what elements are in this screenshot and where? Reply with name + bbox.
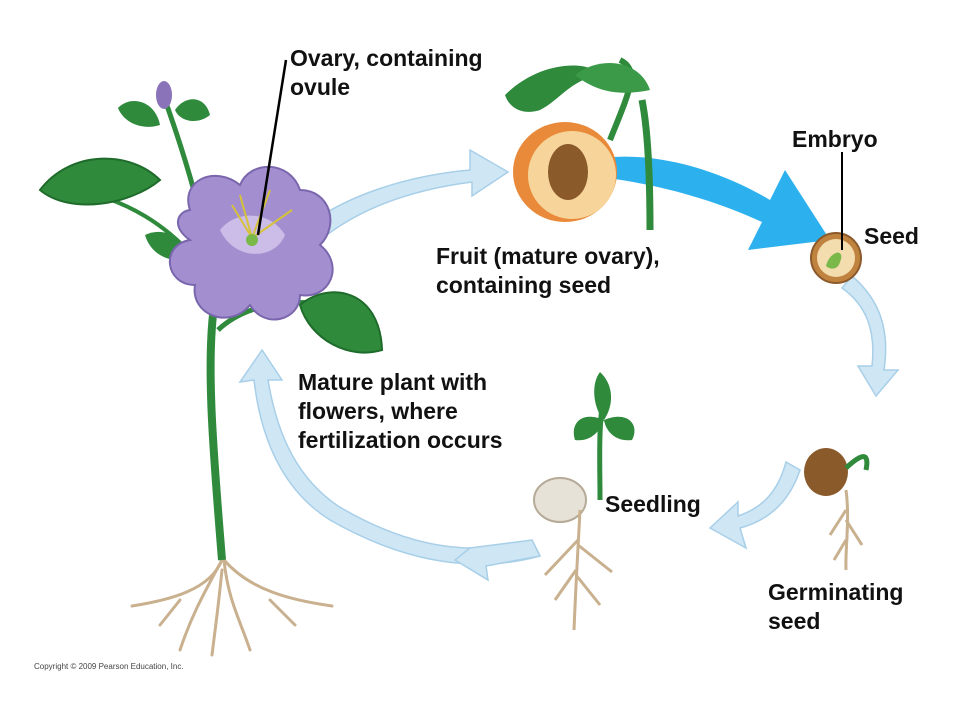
plant-roots bbox=[130, 558, 334, 657]
seed-illustration bbox=[810, 152, 862, 284]
flower bbox=[168, 165, 334, 321]
cycle-arrow-seed-to-germinating bbox=[840, 274, 900, 398]
seedling-cotyledon bbox=[533, 477, 587, 523]
label-germinating-line1: Germinating bbox=[768, 579, 904, 605]
mature-plant-illustration bbox=[38, 81, 384, 657]
copyright-notice: Copyright © 2009 Pearson Education, Inc. bbox=[34, 662, 184, 671]
label-mature-plant: Mature plant with flowers, where fertili… bbox=[298, 368, 502, 455]
label-ovary: Ovary, containing ovule bbox=[290, 44, 483, 102]
ovary-leader-line bbox=[256, 59, 288, 236]
flower-bud bbox=[156, 81, 172, 109]
label-seedling: Seedling bbox=[605, 491, 701, 517]
cycle-arrow-seedling-to-plant-head bbox=[453, 539, 542, 582]
fruit-seed bbox=[548, 144, 588, 200]
label-ovary-line2: ovule bbox=[290, 74, 351, 100]
label-embryo: Embryo bbox=[792, 126, 878, 152]
label-seed: Seed bbox=[864, 223, 919, 249]
label-mature-plant-line2: flowers, where bbox=[298, 398, 458, 424]
seed-embryo bbox=[826, 252, 842, 269]
label-germinating-seed: Germinating seed bbox=[768, 578, 903, 636]
fruit-leaf bbox=[505, 65, 600, 112]
cycle-arrow-germinating-to-seedling bbox=[708, 460, 801, 550]
label-fruit: Fruit (mature ovary), containing seed bbox=[436, 242, 660, 300]
plant-leaf-left bbox=[38, 157, 162, 206]
plant-leaf-right bbox=[298, 291, 384, 354]
label-fruit-line2: containing seed bbox=[436, 272, 612, 298]
seedling-illustration bbox=[533, 372, 635, 631]
germinating-seed-illustration bbox=[804, 448, 870, 571]
zoom-arrow-fruit-to-seed bbox=[590, 156, 830, 250]
label-ovary-line1: Ovary, containing bbox=[290, 45, 483, 71]
label-mature-plant-line3: fertilization occurs bbox=[298, 427, 503, 453]
plant-stem bbox=[206, 299, 226, 561]
cycle-arrow-seedling-to-plant bbox=[238, 348, 542, 565]
fruit-illustration bbox=[505, 57, 654, 231]
label-fruit-line1: Fruit (mature ovary), bbox=[436, 243, 660, 269]
label-germinating-line2: seed bbox=[768, 608, 821, 634]
label-mature-plant-line1: Mature plant with bbox=[298, 369, 488, 395]
